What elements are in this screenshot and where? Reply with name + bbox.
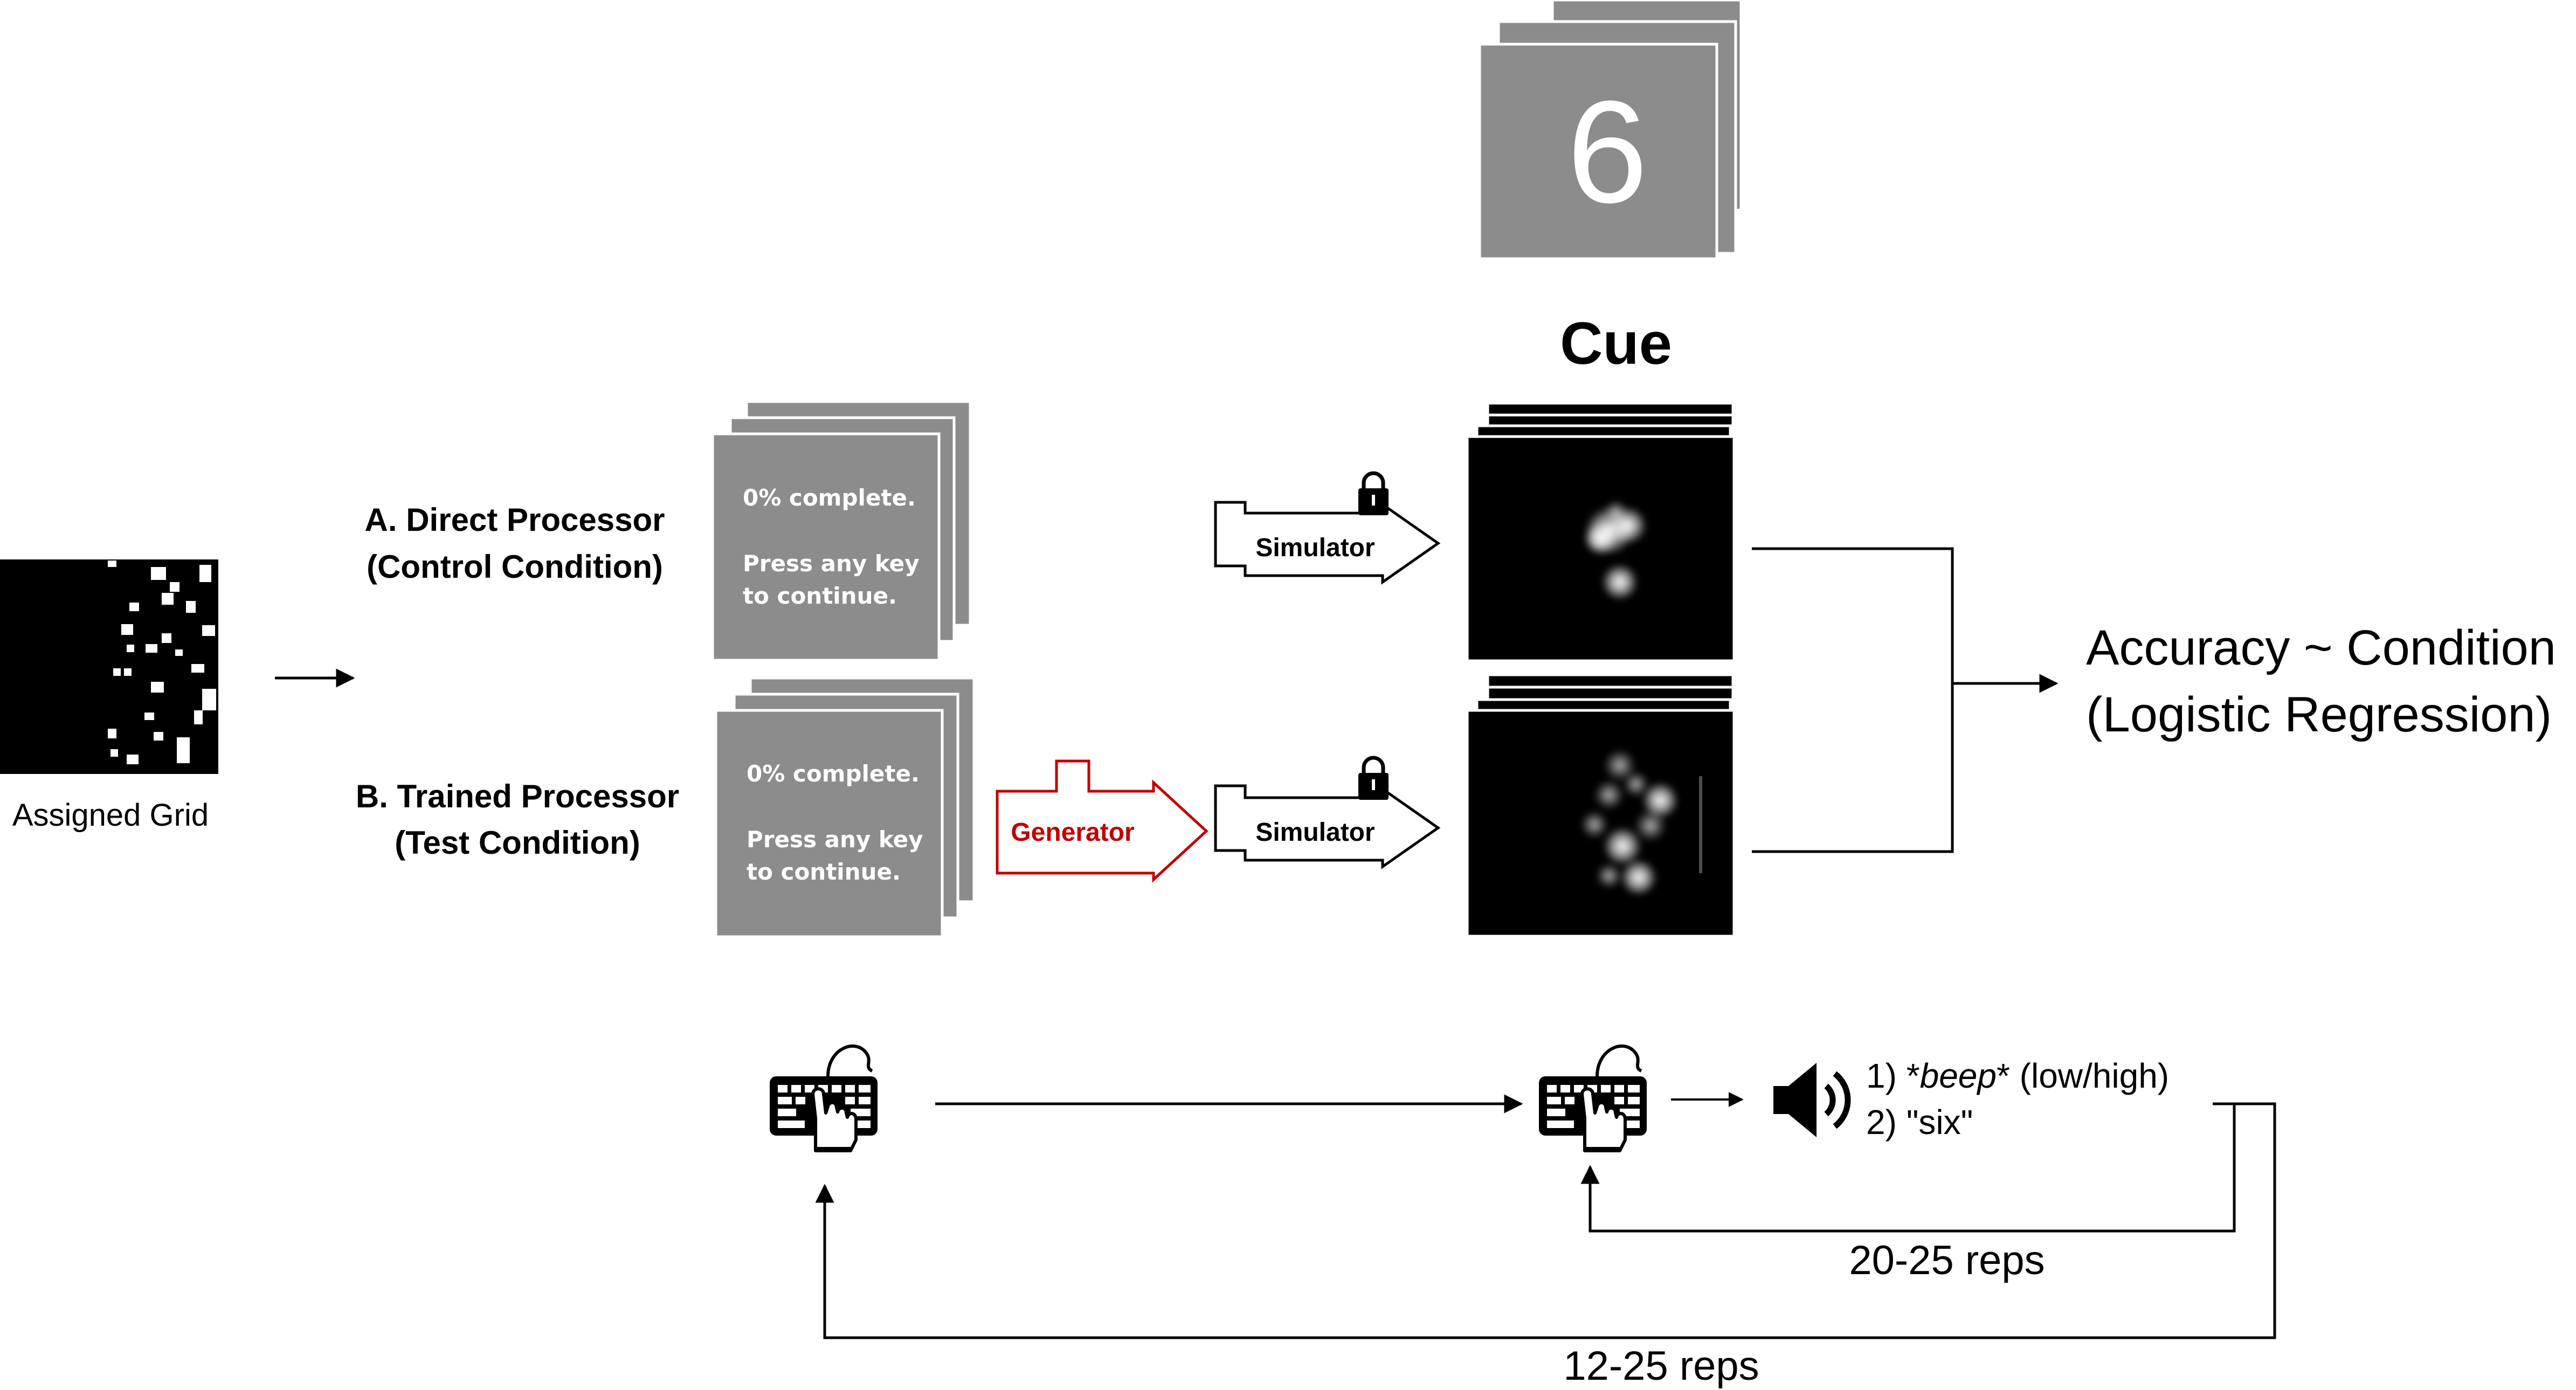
condition-b-label: B. Trained Processor (Test Condition) [356,778,679,861]
padlock-icon [1358,756,1389,800]
condition-b-subtitle: (Test Condition) [395,825,640,861]
feedback-text: 1) *beep* (low/high) 2) "six" [1866,1056,2169,1142]
simulator-block-b: Simulator [1214,756,1441,869]
assigned-grid-label: Assigned Grid [12,798,209,833]
screen-b-progress: 0% complete. [747,760,920,787]
screen-b-press-line2: to continue. [747,859,901,885]
screen-a-progress: 0% complete. [743,485,916,511]
inner-loop-label: 20-25 reps [1849,1237,2045,1283]
generator-block: Generator [996,759,1208,883]
analysis-method: (Logistic Regression) [2086,687,2552,742]
condition-b-title: B. Trained Processor [356,778,679,814]
cue-title: Cue [1560,310,1672,377]
instruction-screen-stack-b: 0% complete. Press any key to continue. [714,676,976,938]
condition-a-title: A. Direct Processor [365,502,665,538]
screen-b-press-line1: Press any key [747,826,923,853]
feedback-line-spoken: 2) "six" [1866,1103,1973,1142]
cue-digit: 6 [1567,71,1648,233]
keyboard-hand-icon [1539,1045,1647,1152]
inner-loop: 20-25 reps [1580,1102,2236,1283]
condition-a-label: A. Direct Processor (Control Condition) [365,502,665,585]
digit-cue-stack: 6 [1478,0,1743,260]
analysis-label: Accuracy ~ Condition (Logistic Regressio… [2086,620,2556,742]
screen-a-press-line1: Press any key [743,550,920,577]
merge-connector [1752,547,2059,853]
padlock-icon [1358,471,1389,515]
keyboard-hand-icon [770,1045,878,1152]
cue-image-stack-b [1466,673,1736,938]
screen-a-press-line2: to continue. [743,583,897,609]
cue-image-stack-a [1466,402,1736,662]
generator-label: Generator [1011,818,1134,847]
instruction-screen-stack-a: 0% complete. Press any key to continue. [711,400,972,662]
condition-a-subtitle: (Control Condition) [367,549,663,585]
simulator-b-label: Simulator [1255,818,1375,847]
analysis-formula: Accuracy ~ Condition [2086,620,2556,675]
speaker-icon [1773,1063,1851,1137]
assigned-grid: Assigned Grid [0,559,218,833]
outer-loop: 12-25 reps [815,1102,2276,1389]
outer-loop-label: 12-25 reps [1563,1343,1759,1389]
simulator-a-label: Simulator [1255,534,1375,562]
feedback-line-beep: 1) *beep* (low/high) [1866,1056,2169,1095]
simulator-block-a: Simulator [1214,471,1441,585]
